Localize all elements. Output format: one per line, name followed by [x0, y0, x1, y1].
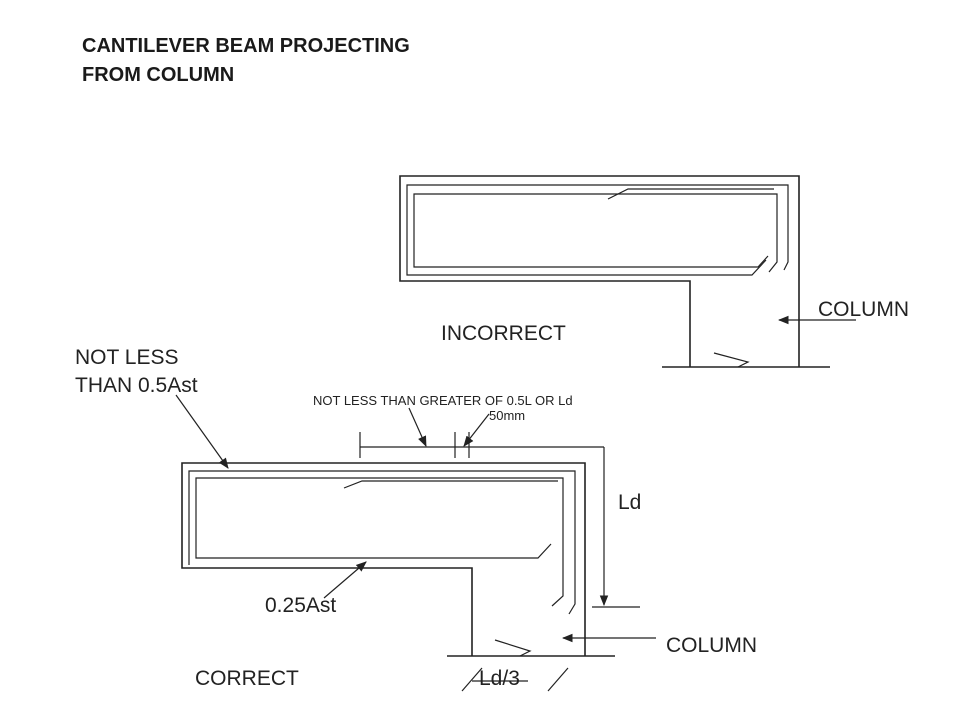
offset-leader [463, 413, 490, 447]
incorrect-label: INCORRECT [441, 322, 566, 345]
offset-label: 50mm [489, 408, 525, 423]
incorrect-concrete-outline [399, 175, 800, 367]
correct-concrete-outline [181, 462, 586, 656]
embedment-label: Ld/3 [479, 667, 520, 690]
extension-label: NOT LESS THAN GREATER OF 0.5L OR Ld [313, 393, 573, 408]
bottom-steel-leader [323, 561, 367, 599]
anchorage-label: Ld [618, 491, 641, 514]
correct-break-mark [494, 639, 532, 657]
title-line-2: FROM COLUMN [82, 64, 234, 86]
incorrect-detail: INCORRECT COLUMN [399, 175, 909, 368]
bottom-steel-label: 0.25Ast [265, 594, 336, 617]
embedment-tick-right [547, 667, 569, 692]
correct-top-rebar [188, 470, 576, 615]
correct-inner-rebar [195, 477, 564, 607]
correct-label: CORRECT [195, 667, 299, 690]
title-line-1: CANTILEVER BEAM PROJECTING [82, 35, 410, 57]
embedment-tick-left [461, 667, 483, 692]
correct-detail: NOT LESS THAN 0.5Ast 0.25Ast NOT LESS TH… [75, 346, 757, 692]
extension-leader [408, 407, 427, 447]
incorrect-column-label: COLUMN [818, 298, 909, 321]
correct-bottom-bar [343, 480, 558, 489]
top-steel-leader [175, 394, 229, 469]
top-steel-label-line-2: THAN 0.5Ast [75, 374, 198, 397]
incorrect-bottom-bar [607, 188, 774, 200]
incorrect-break-mark [713, 352, 750, 368]
correct-column-label: COLUMN [666, 634, 757, 657]
top-steel-label-line-1: NOT LESS [75, 346, 178, 369]
incorrect-inner-rebar [413, 193, 778, 273]
incorrect-top-rebar [406, 184, 789, 276]
